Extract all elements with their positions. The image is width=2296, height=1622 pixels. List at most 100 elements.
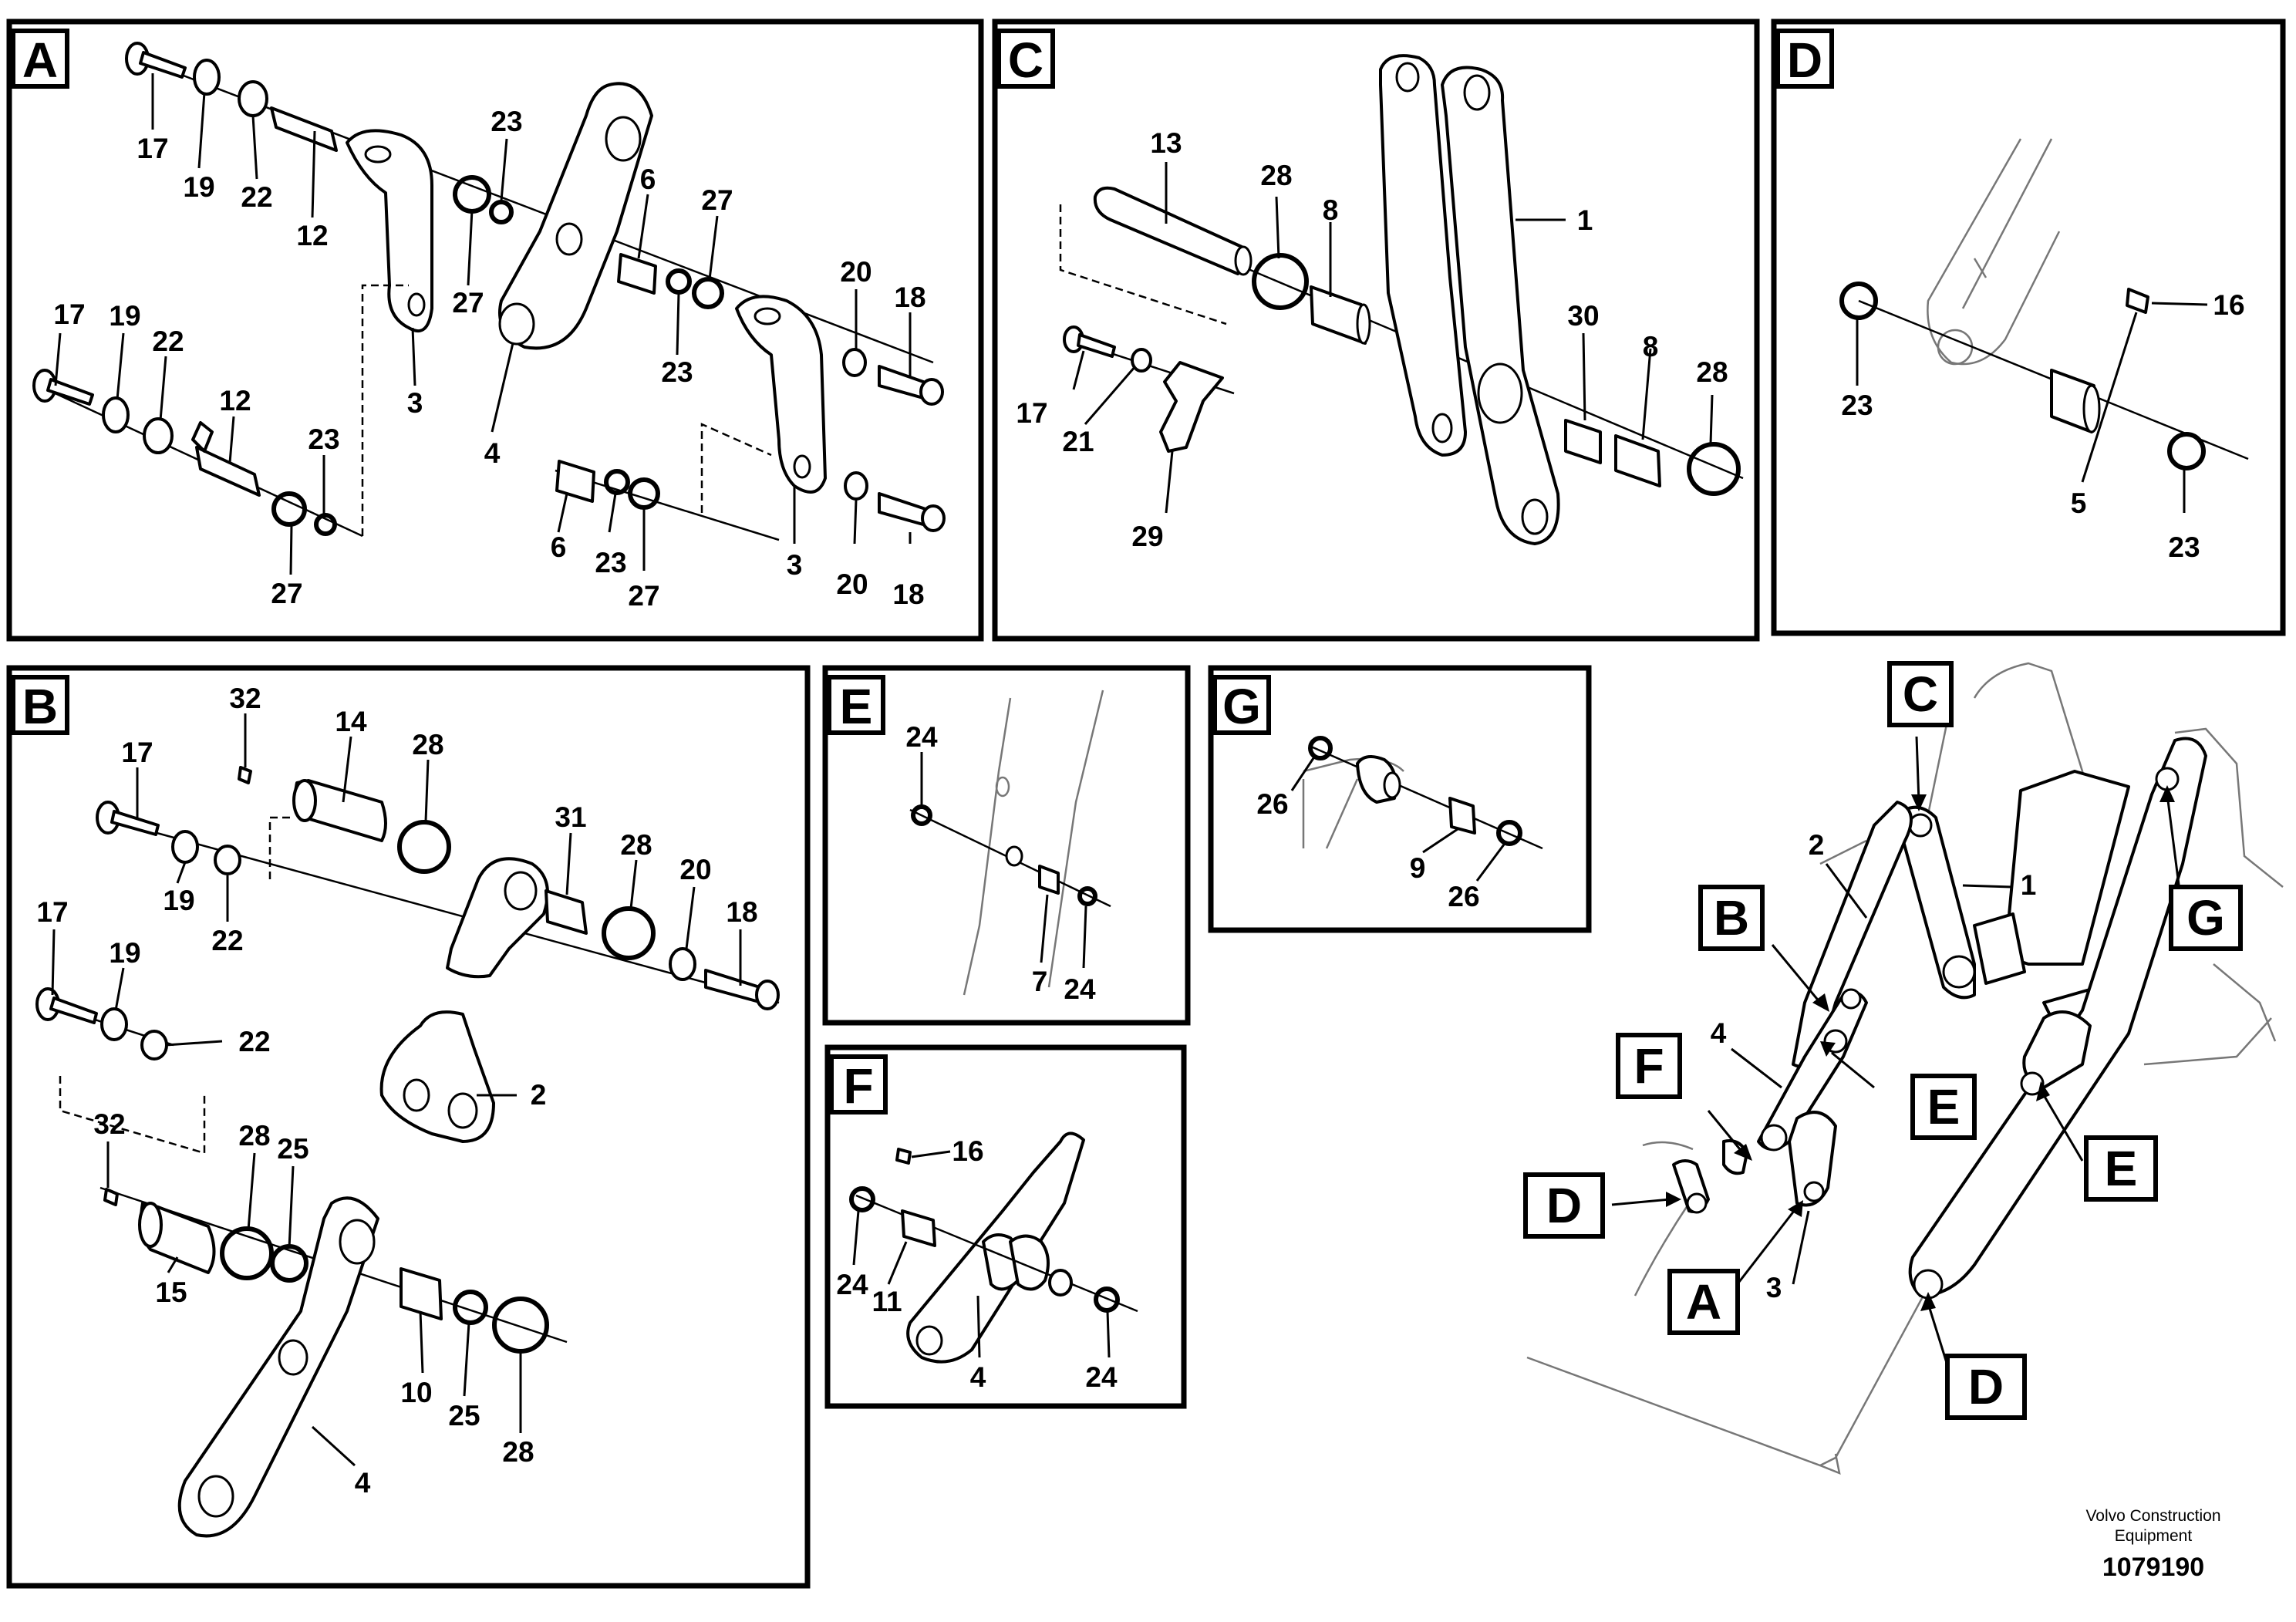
callout: 24 bbox=[1064, 973, 1096, 1005]
bushing-30 bbox=[1564, 419, 1602, 464]
callout: 14 bbox=[335, 706, 367, 737]
panel-e-label-box bbox=[827, 675, 885, 735]
callout: 22 bbox=[152, 325, 184, 357]
ring-24 bbox=[1077, 886, 1097, 906]
callout: 3 bbox=[787, 549, 803, 581]
callout: 4 bbox=[1711, 1017, 1727, 1049]
callout: 20 bbox=[840, 256, 872, 288]
callout: 17 bbox=[121, 737, 153, 768]
callout: 17 bbox=[53, 298, 85, 330]
callout: 19 bbox=[109, 300, 140, 332]
ring-28 bbox=[602, 906, 656, 960]
callout: 12 bbox=[219, 385, 251, 416]
panel-d-label: D bbox=[1787, 32, 1822, 88]
callout: 4 bbox=[970, 1361, 986, 1393]
callout: 17 bbox=[1016, 397, 1047, 429]
panel-e: E 24 7 24 bbox=[822, 665, 1191, 1026]
washer-20 bbox=[844, 471, 868, 501]
washer-20 bbox=[669, 947, 696, 981]
overview-label-box bbox=[1523, 1172, 1605, 1239]
overview-label-box bbox=[1698, 885, 1765, 951]
overview-label-g: G bbox=[2186, 890, 2225, 946]
panel-f: F 16 24 11 4 24 bbox=[824, 1044, 1187, 1409]
ring-23 bbox=[666, 268, 692, 295]
bushing-22 bbox=[140, 1030, 168, 1061]
bolt-17 bbox=[1063, 325, 1116, 358]
ring-24 bbox=[849, 1186, 875, 1212]
callout: 13 bbox=[1150, 127, 1182, 159]
panel-d-label-box bbox=[1775, 29, 1834, 89]
callout: 28 bbox=[412, 729, 443, 760]
ring-23 bbox=[604, 469, 630, 495]
overview-label-a: A bbox=[1686, 1274, 1721, 1330]
callout: 19 bbox=[163, 885, 194, 916]
grease-nipple-16 bbox=[895, 1148, 912, 1165]
link-3 bbox=[735, 295, 827, 494]
callout: 23 bbox=[661, 356, 693, 388]
bushing-10 bbox=[400, 1267, 443, 1320]
bushing-22 bbox=[238, 80, 268, 117]
link-1 bbox=[1900, 805, 1976, 1000]
callout: 1 bbox=[2021, 869, 2037, 901]
overview-label-b: B bbox=[1714, 890, 1749, 946]
panel-c-frame bbox=[992, 19, 1760, 642]
pin-12 bbox=[191, 421, 261, 497]
brand-line-1: Volvo Construction bbox=[2085, 1507, 2220, 1525]
panel-g-label: G bbox=[1222, 679, 1261, 734]
bolt-17 bbox=[125, 42, 187, 79]
callout: 19 bbox=[109, 937, 140, 969]
callout: 16 bbox=[952, 1135, 983, 1167]
link-3 bbox=[346, 129, 433, 333]
panel-g: G 26 9 26 bbox=[1208, 665, 1592, 933]
ring-23 bbox=[314, 513, 337, 536]
overview-label-e: E bbox=[1927, 1079, 1961, 1135]
overview-label-box bbox=[1887, 661, 1954, 727]
callout: 8 bbox=[1323, 194, 1339, 226]
callout: 15 bbox=[155, 1276, 187, 1308]
panel-e-label: E bbox=[840, 679, 873, 734]
callout: 24 bbox=[1085, 1361, 1118, 1393]
callout: 18 bbox=[892, 578, 924, 610]
ring-28 bbox=[1252, 253, 1309, 310]
overview-label-box bbox=[1945, 1354, 2027, 1420]
callout: 23 bbox=[2168, 531, 2200, 563]
callout: 11 bbox=[872, 1286, 902, 1317]
brand-line-2: Equipment bbox=[2115, 1527, 2193, 1545]
callout: 24 bbox=[905, 721, 938, 753]
bushing-7 bbox=[1038, 865, 1060, 895]
machine-overview: C B F D A E E G D 2 1 4 3 bbox=[1523, 661, 2284, 1475]
panel-d-frame bbox=[1771, 19, 2286, 636]
callout: 3 bbox=[407, 387, 423, 419]
panel-a-label: A bbox=[22, 32, 58, 88]
callout: 20 bbox=[679, 854, 711, 885]
pin-12 bbox=[270, 106, 338, 152]
bolt-17 bbox=[32, 369, 94, 406]
callout: 17 bbox=[36, 896, 68, 928]
callout: 25 bbox=[448, 1400, 480, 1431]
bushing-6 bbox=[555, 460, 595, 503]
callout: 27 bbox=[452, 287, 484, 319]
callout: 28 bbox=[238, 1120, 270, 1152]
callout: 20 bbox=[836, 568, 868, 600]
callout: 18 bbox=[894, 282, 925, 313]
panel-c-label-box bbox=[996, 29, 1055, 89]
overview-label-f: F bbox=[1633, 1038, 1664, 1094]
callout: 29 bbox=[1131, 521, 1163, 552]
callout: 28 bbox=[1696, 356, 1728, 388]
bushing-8 bbox=[1614, 434, 1661, 487]
callout: 23 bbox=[595, 547, 626, 578]
bushing-9 bbox=[1448, 797, 1476, 835]
bushing-22 bbox=[143, 417, 174, 454]
callout: 32 bbox=[229, 683, 261, 714]
callout: 23 bbox=[1841, 389, 1873, 421]
callout: 22 bbox=[238, 1026, 270, 1057]
callout: 23 bbox=[308, 423, 339, 455]
callout: 6 bbox=[640, 164, 656, 195]
callout: 10 bbox=[400, 1377, 432, 1408]
ring-27 bbox=[271, 491, 307, 527]
overview-label-box bbox=[2169, 885, 2243, 951]
callout: 23 bbox=[491, 106, 522, 137]
washer-19 bbox=[193, 59, 221, 96]
link-4 bbox=[177, 1196, 379, 1538]
ring-23 bbox=[2167, 432, 2206, 470]
